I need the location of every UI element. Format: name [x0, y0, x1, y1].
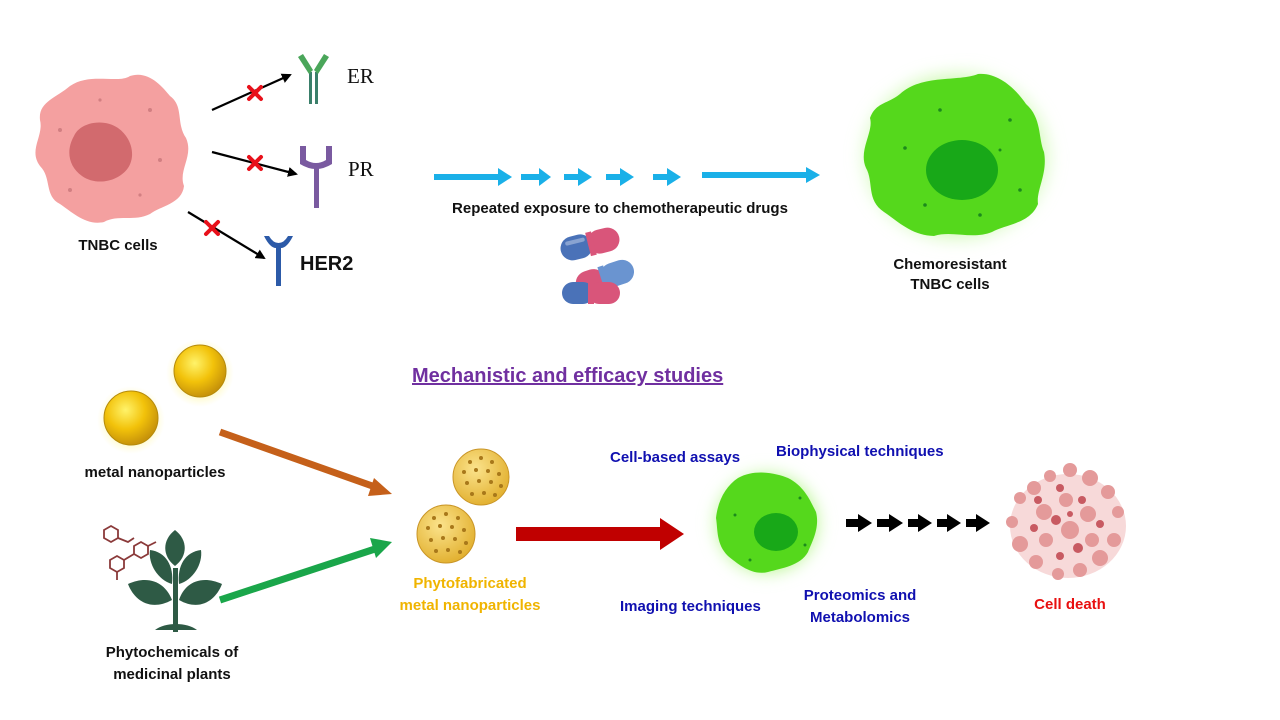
cross-icon	[247, 155, 263, 171]
metal-nanoparticles-label: metal nanoparticles	[84, 464, 226, 481]
proteomics-label-line1: Proteomics and	[803, 587, 917, 604]
arrow-to-er	[211, 73, 292, 112]
cross-icon	[204, 220, 220, 236]
her2-label: HER2	[300, 253, 354, 275]
cell-death-arrows	[846, 514, 990, 532]
orange-arrow	[218, 428, 392, 496]
dead-cell	[1006, 463, 1126, 580]
phytofabricated-label-line1: Phytofabricated	[413, 575, 527, 592]
arrow-to-her2	[187, 211, 266, 260]
cross-icon	[247, 85, 263, 101]
her2-receptor-icon	[264, 236, 293, 286]
chemoresistant-label-line2: TNBC cells	[910, 276, 990, 293]
imaging-techniques-label: Imaging techniques	[620, 598, 761, 615]
section-title: Mechanistic and efficacy studies	[412, 365, 724, 387]
phytochemicals-label-line1: Phytochemicals of	[105, 644, 239, 661]
cell-death-label: Cell death	[1034, 596, 1106, 613]
chemoresistant-cell	[852, 61, 1060, 251]
molecule-icon	[103, 524, 157, 580]
porous-nanoparticle-icon	[416, 504, 476, 564]
proteomics-label-line2: Metabolomics	[809, 609, 911, 626]
biophysical-techniques-label: Biophysical techniques	[776, 443, 944, 460]
red-arrow	[516, 518, 684, 550]
exposure-label: Repeated exposure to chemotherapeutic dr…	[452, 200, 788, 217]
phytofabricated-label-line2: metal nanoparticles	[399, 597, 541, 614]
tnbc-cells-label: TNBC cells	[78, 237, 158, 254]
chemoresistant-label-line1: Chemoresistant	[893, 256, 1007, 273]
cell-based-assays-label: Cell-based assays	[610, 449, 741, 466]
pr-label: PR	[348, 157, 374, 181]
capsule-pill-icon	[560, 227, 620, 261]
phytochemicals-label-line2: medicinal plants	[113, 666, 231, 683]
treated-cell	[706, 463, 828, 583]
plant-icon	[128, 530, 222, 632]
exposure-arrow	[434, 167, 820, 186]
green-arrow	[218, 538, 392, 604]
er-label: ER	[347, 64, 374, 88]
capsule-pill-icon	[562, 282, 620, 304]
porous-nanoparticle-icon	[452, 448, 510, 506]
gold-nanoparticle-icon	[166, 339, 234, 407]
gold-nanoparticle-icon	[97, 386, 165, 454]
tnbc-cell	[35, 74, 189, 223]
receptor-u-icon	[300, 146, 332, 208]
antibody-y-icon	[298, 54, 329, 104]
